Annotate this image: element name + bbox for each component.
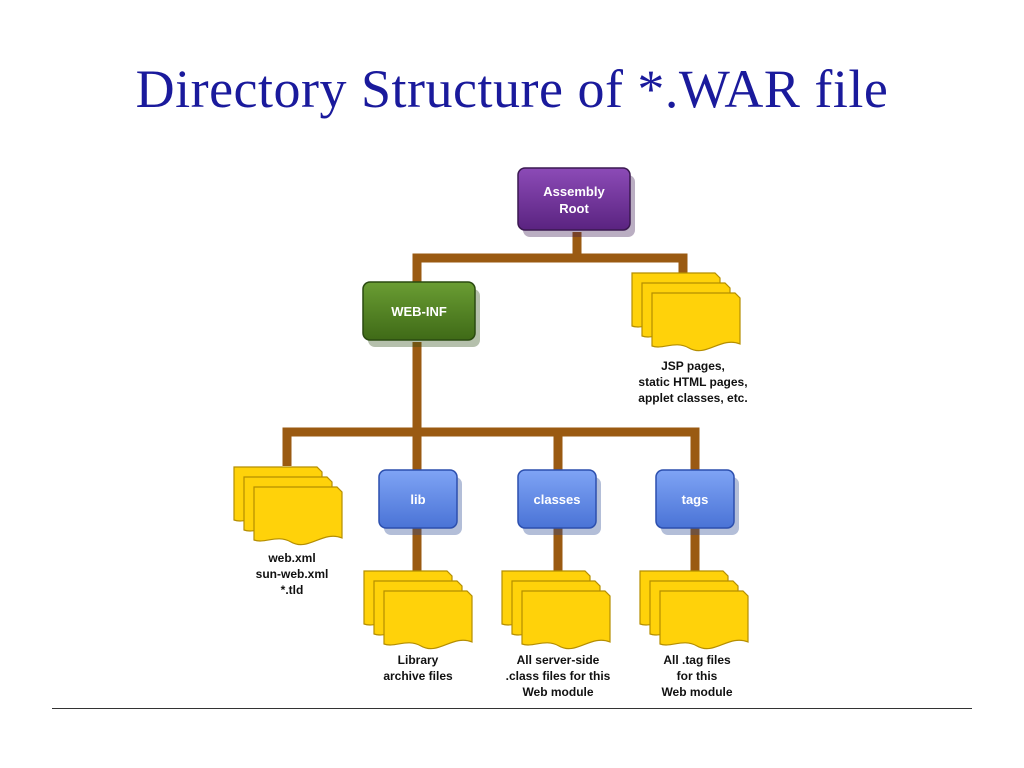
connector-root-branch xyxy=(412,253,688,282)
lib-label: lib xyxy=(410,492,425,507)
document-stack-icon xyxy=(639,570,749,650)
assembly-root-label-line1: Assembly xyxy=(543,184,605,199)
document-stack-icon xyxy=(363,570,473,650)
jsp-pages-caption: JSP pages, static HTML pages, applet cla… xyxy=(638,359,747,405)
svg-text:archive files: archive files xyxy=(383,669,453,683)
lib-node[interactable]: lib xyxy=(378,469,462,535)
connector-webinf-branch xyxy=(282,427,700,476)
svg-text:Web module: Web module xyxy=(661,685,732,699)
tags-node[interactable]: tags xyxy=(655,469,739,535)
svg-text:for this: for this xyxy=(677,669,718,683)
svg-text:.class files for this: .class files for this xyxy=(506,669,611,683)
document-stack-icon xyxy=(631,272,741,352)
lib-files-caption: Library archive files xyxy=(383,653,453,683)
document-stack-icon xyxy=(501,570,611,650)
svg-text:applet classes, etc.: applet classes, etc. xyxy=(638,391,747,405)
svg-text:Library: Library xyxy=(398,653,439,667)
svg-text:web.xml: web.xml xyxy=(267,551,315,565)
web-inf-node[interactable]: WEB-INF xyxy=(362,281,480,347)
svg-text:All .tag files: All .tag files xyxy=(663,653,731,667)
slide-title: Directory Structure of *.WAR file xyxy=(135,59,889,119)
svg-text:JSP pages,: JSP pages, xyxy=(661,359,725,373)
tags-files-caption: All .tag files for this Web module xyxy=(661,653,732,699)
document-stack-icon xyxy=(233,466,343,546)
assembly-root-node[interactable]: Assembly Root xyxy=(517,167,635,237)
connectors xyxy=(282,232,700,576)
svg-text:All server-side: All server-side xyxy=(517,653,600,667)
svg-text:Web module: Web module xyxy=(522,685,593,699)
web-inf-label: WEB-INF xyxy=(391,304,447,319)
svg-text:*.tld: *.tld xyxy=(281,583,304,597)
tags-label: tags xyxy=(682,492,709,507)
svg-text:static HTML pages,: static HTML pages, xyxy=(638,375,747,389)
assembly-root-label-line2: Root xyxy=(559,201,589,216)
bottom-divider xyxy=(52,708,972,709)
classes-files-caption: All server-side .class files for this We… xyxy=(506,653,611,699)
classes-label: classes xyxy=(534,492,581,507)
web-xml-caption: web.xml sun-web.xml *.tld xyxy=(256,551,329,597)
classes-node[interactable]: classes xyxy=(517,469,601,535)
svg-text:sun-web.xml: sun-web.xml xyxy=(256,567,329,581)
